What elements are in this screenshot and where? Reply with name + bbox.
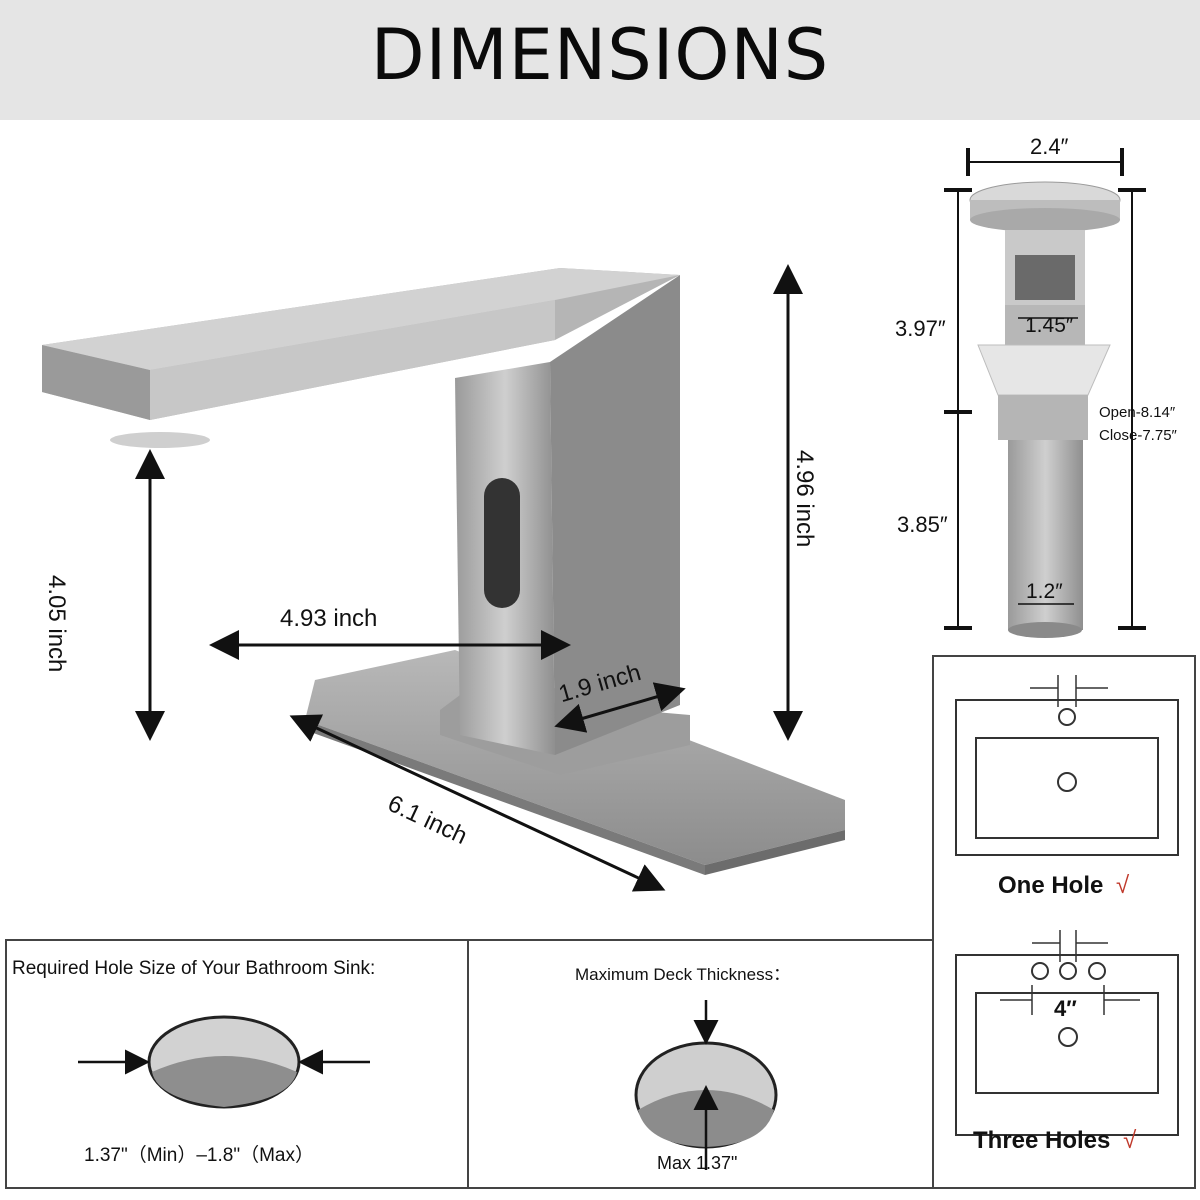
- one-hole-check-icon: √: [1116, 872, 1130, 899]
- spout-height-label: 4.05 inch: [43, 575, 70, 673]
- hole-size-value: 1.37"（Min）–1.8"（Max）: [84, 1145, 314, 1166]
- drain-stopper: [969, 181, 1121, 638]
- three-holes-check-icon: √: [1123, 1127, 1137, 1154]
- header-banner: [0, 0, 1200, 120]
- drain-upper-height-label: 3.97″: [895, 316, 946, 341]
- one-hole-sink-diagram: [955, 675, 1179, 856]
- one-hole-text: One Hole: [998, 872, 1104, 899]
- drain-close-length-label: Close-7.75″: [1099, 427, 1177, 444]
- hole-size-diagram: [78, 1015, 370, 1109]
- three-holes-label: Three Holes √: [973, 1127, 1136, 1155]
- hole-size-title: Required Hole Size of Your Bathroom Sink…: [12, 958, 376, 979]
- drain-lower-height-label: 3.85″: [897, 512, 948, 537]
- three-holes-sink-diagram: [955, 930, 1179, 1136]
- page-title: DIMENSIONS: [370, 14, 830, 96]
- drain-top-width-label: 2.4″: [1030, 134, 1069, 159]
- one-hole-label: One Hole √: [998, 872, 1129, 900]
- drain-open-length-label: Open-8.14″: [1099, 404, 1176, 421]
- drain-pipe-diameter-label: 1.2″: [1026, 580, 1063, 603]
- deck-thickness-title: Maximum Deck Thickness：: [575, 965, 791, 984]
- spout-reach-label: 4.93 inch: [280, 605, 378, 632]
- hole-spacing-label: 4″: [1054, 996, 1077, 1021]
- faucet-spout: [42, 268, 680, 448]
- drain-thread-diameter-label: 1.45″: [1025, 314, 1074, 337]
- total-height-label: 4.96 inch: [791, 450, 818, 548]
- deck-thickness-value: Max 1.37": [657, 1153, 738, 1173]
- plate-length-arrow: [289, 714, 666, 892]
- three-holes-text: Three Holes: [973, 1127, 1111, 1154]
- deck-thickness-diagram: [634, 1000, 778, 1170]
- sink-options-box: [932, 655, 1196, 1189]
